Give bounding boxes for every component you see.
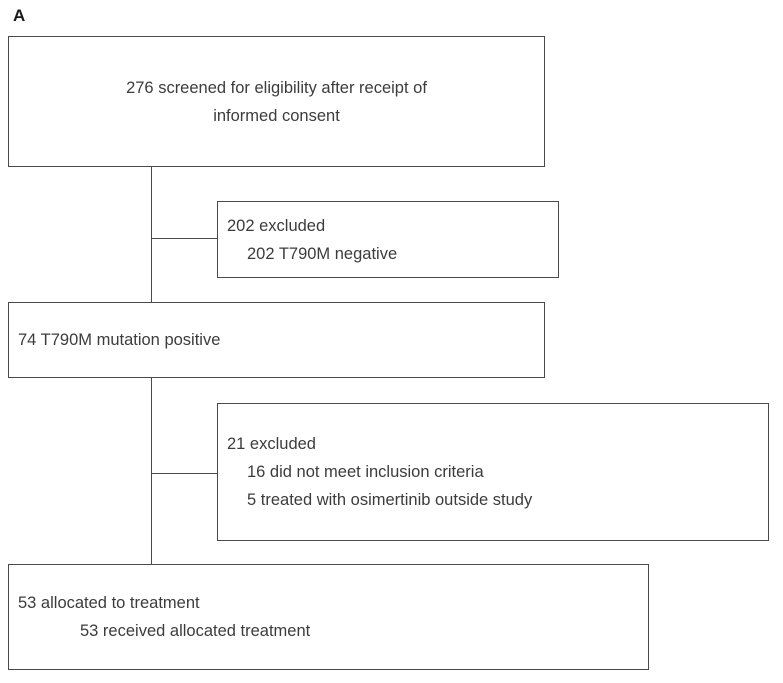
node-excluded-2-line-1: 21 excluded	[227, 435, 316, 453]
node-allocated-to-treatment: 53 allocated to treatment 53 received al…	[8, 564, 649, 670]
node-excluded-t790m-negative: 202 excluded 202 T790M negative	[217, 201, 559, 278]
node-t790m-mutation-positive: 74 T790M mutation positive	[8, 302, 545, 378]
connector-screened-to-positive	[151, 166, 152, 303]
connector-branch-excluded-2	[151, 473, 218, 474]
panel-label-a: A	[13, 6, 26, 25]
node-excluded-criteria: 21 excluded 16 did not meet inclusion cr…	[217, 403, 769, 541]
node-screened-line-1: 276 screened for eligibility after recei…	[126, 78, 427, 97]
node-screened: 276 screened for eligibility after recei…	[8, 36, 545, 167]
node-allocated-line-1: 53 allocated to treatment	[18, 594, 200, 612]
node-excluded-2-line-3: 5 treated with osimertinib outside study	[247, 491, 533, 509]
connector-positive-to-allocated	[151, 377, 152, 565]
node-excluded-1-line-2: 202 T790M negative	[247, 244, 398, 263]
node-positive-line-1: 74 T790M mutation positive	[18, 331, 221, 349]
node-screened-line-2: informed consent	[213, 106, 340, 125]
node-excluded-2-line-2: 16 did not meet inclusion criteria	[247, 463, 484, 481]
node-excluded-1-line-1: 202 excluded	[227, 216, 326, 235]
connector-branch-excluded-1	[151, 238, 218, 239]
node-allocated-line-2: 53 received allocated treatment	[80, 622, 311, 640]
